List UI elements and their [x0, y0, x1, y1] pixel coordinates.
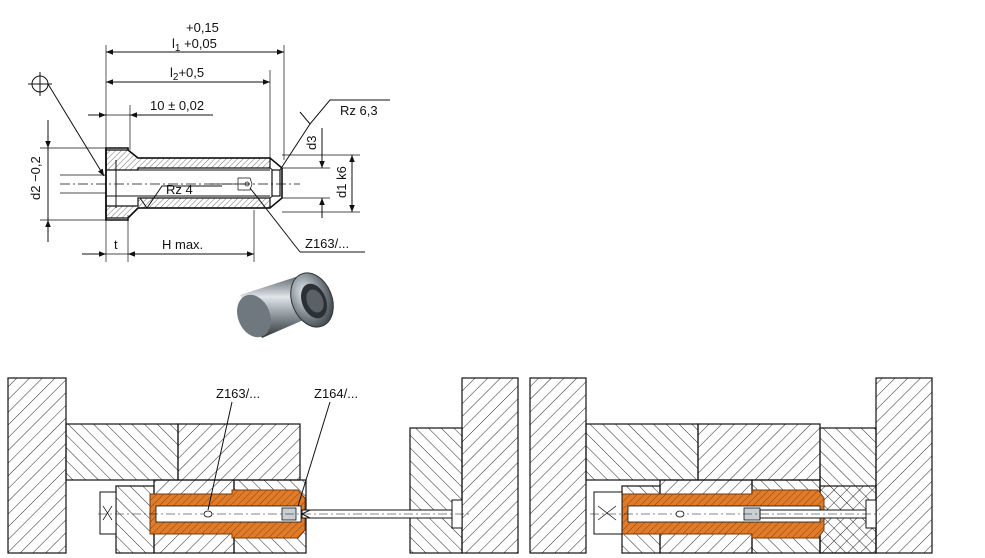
tol-upper-label: +0,15	[186, 20, 219, 35]
t-label: t	[114, 237, 118, 252]
rz4-label: Rz 4	[166, 182, 193, 197]
bottom-z164-label: Z164/...	[314, 386, 358, 401]
l2-tolerance: +0,5	[178, 65, 204, 80]
bushing-section-drawing: +0,15 l1 +0,05 l2+0,5 10 ± 0,02 Rz 6,3 d…	[28, 20, 390, 262]
bottom-z163-label: Z163/...	[216, 386, 260, 401]
bushing-product-render	[237, 272, 334, 338]
hmax-label: H max.	[162, 237, 203, 252]
dim-10-label: 10 ± 0,02	[150, 98, 204, 113]
d3-label: d3	[304, 136, 319, 150]
tol-lower-label: +0,05	[184, 36, 217, 51]
l2-subscript: 2	[173, 72, 179, 83]
l1-label: l1	[172, 36, 181, 54]
mold-assembly-open: Z163/... Z164/...	[7, 377, 519, 554]
d2-label: d2 −0,2	[28, 156, 43, 200]
l1-subscript: 1	[175, 43, 181, 54]
l2-letter: l	[170, 65, 173, 80]
bushing-body	[60, 147, 300, 221]
l1-letter: l	[172, 36, 175, 51]
z163-label: Z163/...	[305, 236, 349, 251]
l2-label: l2+0,5	[170, 65, 204, 83]
d1k6-label: d1 k6	[334, 166, 349, 198]
position-tolerance-symbol	[28, 72, 105, 177]
mold-assembly-closed	[529, 377, 933, 554]
rz63-label: Rz 6,3	[340, 103, 378, 118]
